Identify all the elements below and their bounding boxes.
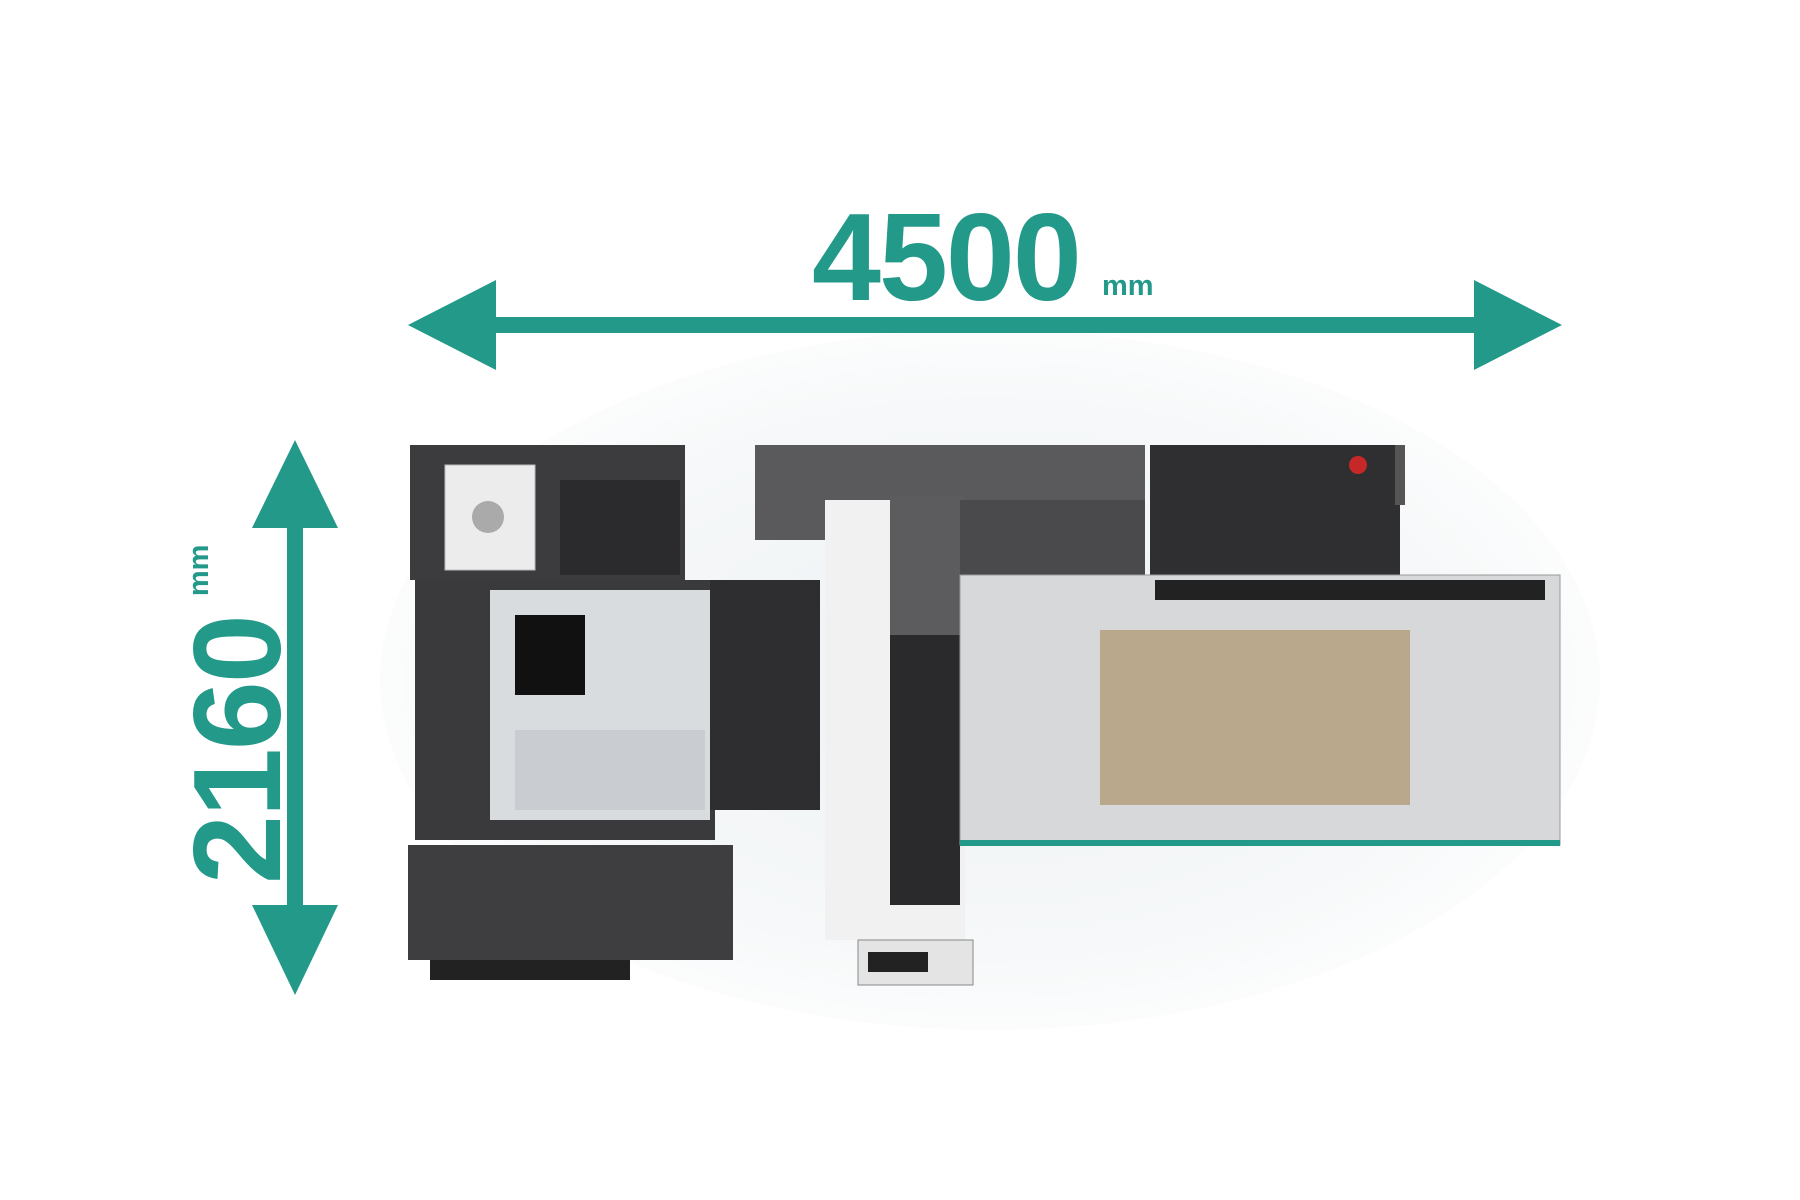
depth-unit: mm	[183, 544, 215, 597]
width-value: 4500	[812, 189, 1082, 327]
depth-value: 2160	[169, 616, 307, 884]
depth-dimension-arrow	[252, 440, 338, 995]
laser-machine-top-view	[408, 445, 1561, 986]
width-dimension-arrow	[408, 280, 1562, 370]
depth-label: 2160 mm	[169, 545, 307, 884]
width-unit: mm	[1102, 270, 1154, 302]
